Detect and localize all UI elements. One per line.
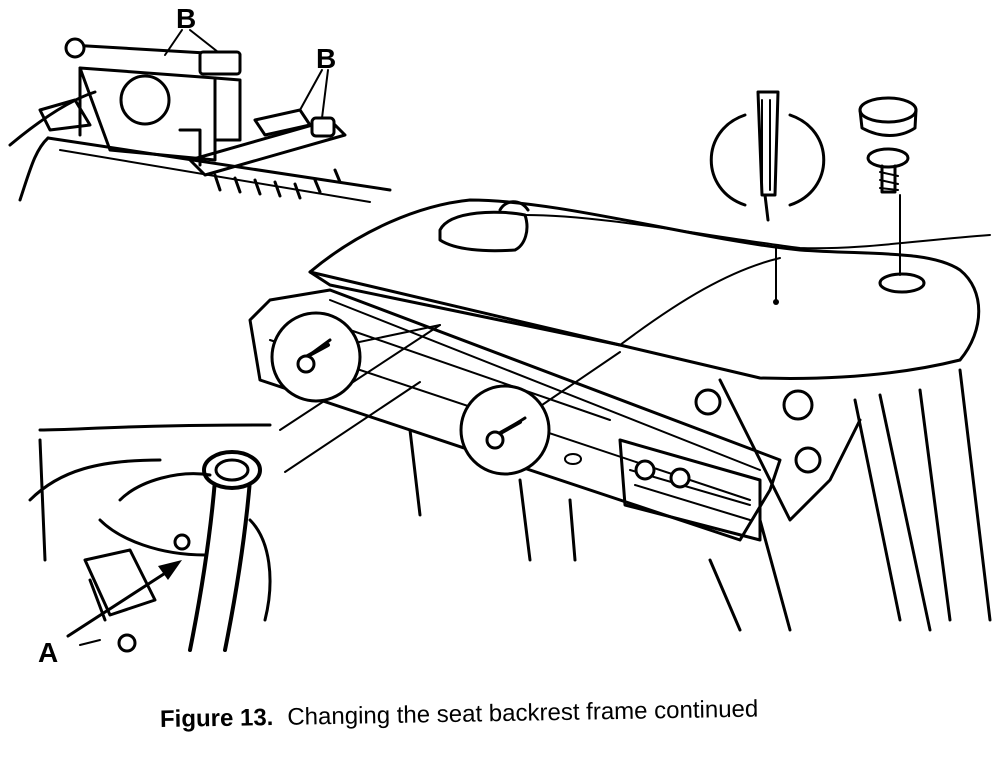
inset-hose-detail: A	[28, 423, 272, 668]
magnified-screw-left	[270, 311, 362, 403]
seat-backrest-illustration: B B	[8, 3, 992, 668]
screwdriver-tool	[709, 90, 826, 222]
knob-and-screw	[858, 96, 918, 194]
callout-a: A	[38, 637, 58, 668]
magnified-screw-right	[459, 384, 551, 476]
callout-b-right: B	[316, 43, 336, 74]
figure-number: Figure 13.	[159, 704, 274, 733]
seat-backrest-main	[248, 194, 992, 632]
inset-bracket-detail: B B	[8, 3, 392, 203]
callout-b-top: B	[176, 3, 196, 34]
figure-caption-text: Changing the seat backrest frame continu…	[287, 695, 759, 731]
